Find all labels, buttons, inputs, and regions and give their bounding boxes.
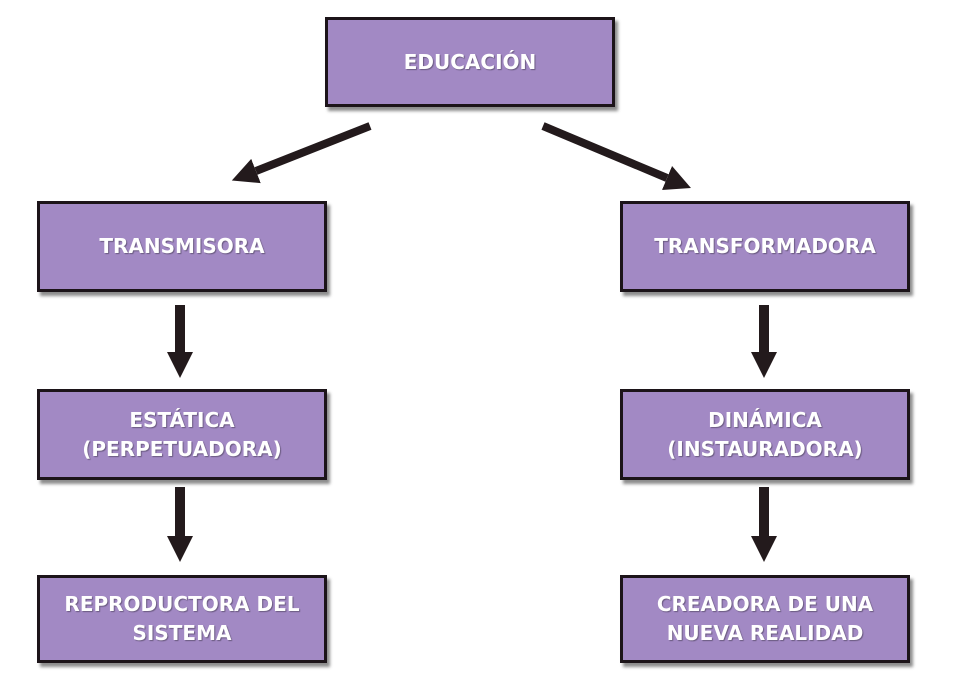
node-dinamica: DINÁMICA (INSTAURADORA) xyxy=(620,389,910,480)
node-estatica: ESTÁTICA (PERPETUADORA) xyxy=(37,389,327,480)
node-transmisora-label: TRANSMISORA xyxy=(99,234,265,258)
arrow-root-to-transmisora xyxy=(231,122,372,184)
node-transformadora-label: TRANSFORMADORA xyxy=(654,234,876,258)
node-creadora: CREADORA DE UNA NUEVA REALIDAD xyxy=(620,575,910,663)
node-reproductora-label: REPRODUCTORA DEL SISTEMA xyxy=(64,592,300,645)
arrow-root-to-transformadora xyxy=(541,122,691,190)
node-transformadora: TRANSFORMADORA xyxy=(620,201,910,292)
node-educacion: EDUCACIÓN xyxy=(325,17,615,107)
node-dinamica-label: DINÁMICA (INSTAURADORA) xyxy=(667,407,863,461)
node-educacion-label: EDUCACIÓN xyxy=(403,49,537,74)
node-reproductora: REPRODUCTORA DEL SISTEMA xyxy=(37,575,327,663)
node-transmisora: TRANSMISORA xyxy=(37,201,327,292)
node-estatica-label: ESTÁTICA (PERPETUADORA) xyxy=(82,407,282,461)
node-creadora-label: CREADORA DE UNA NUEVA REALIDAD xyxy=(656,592,874,645)
